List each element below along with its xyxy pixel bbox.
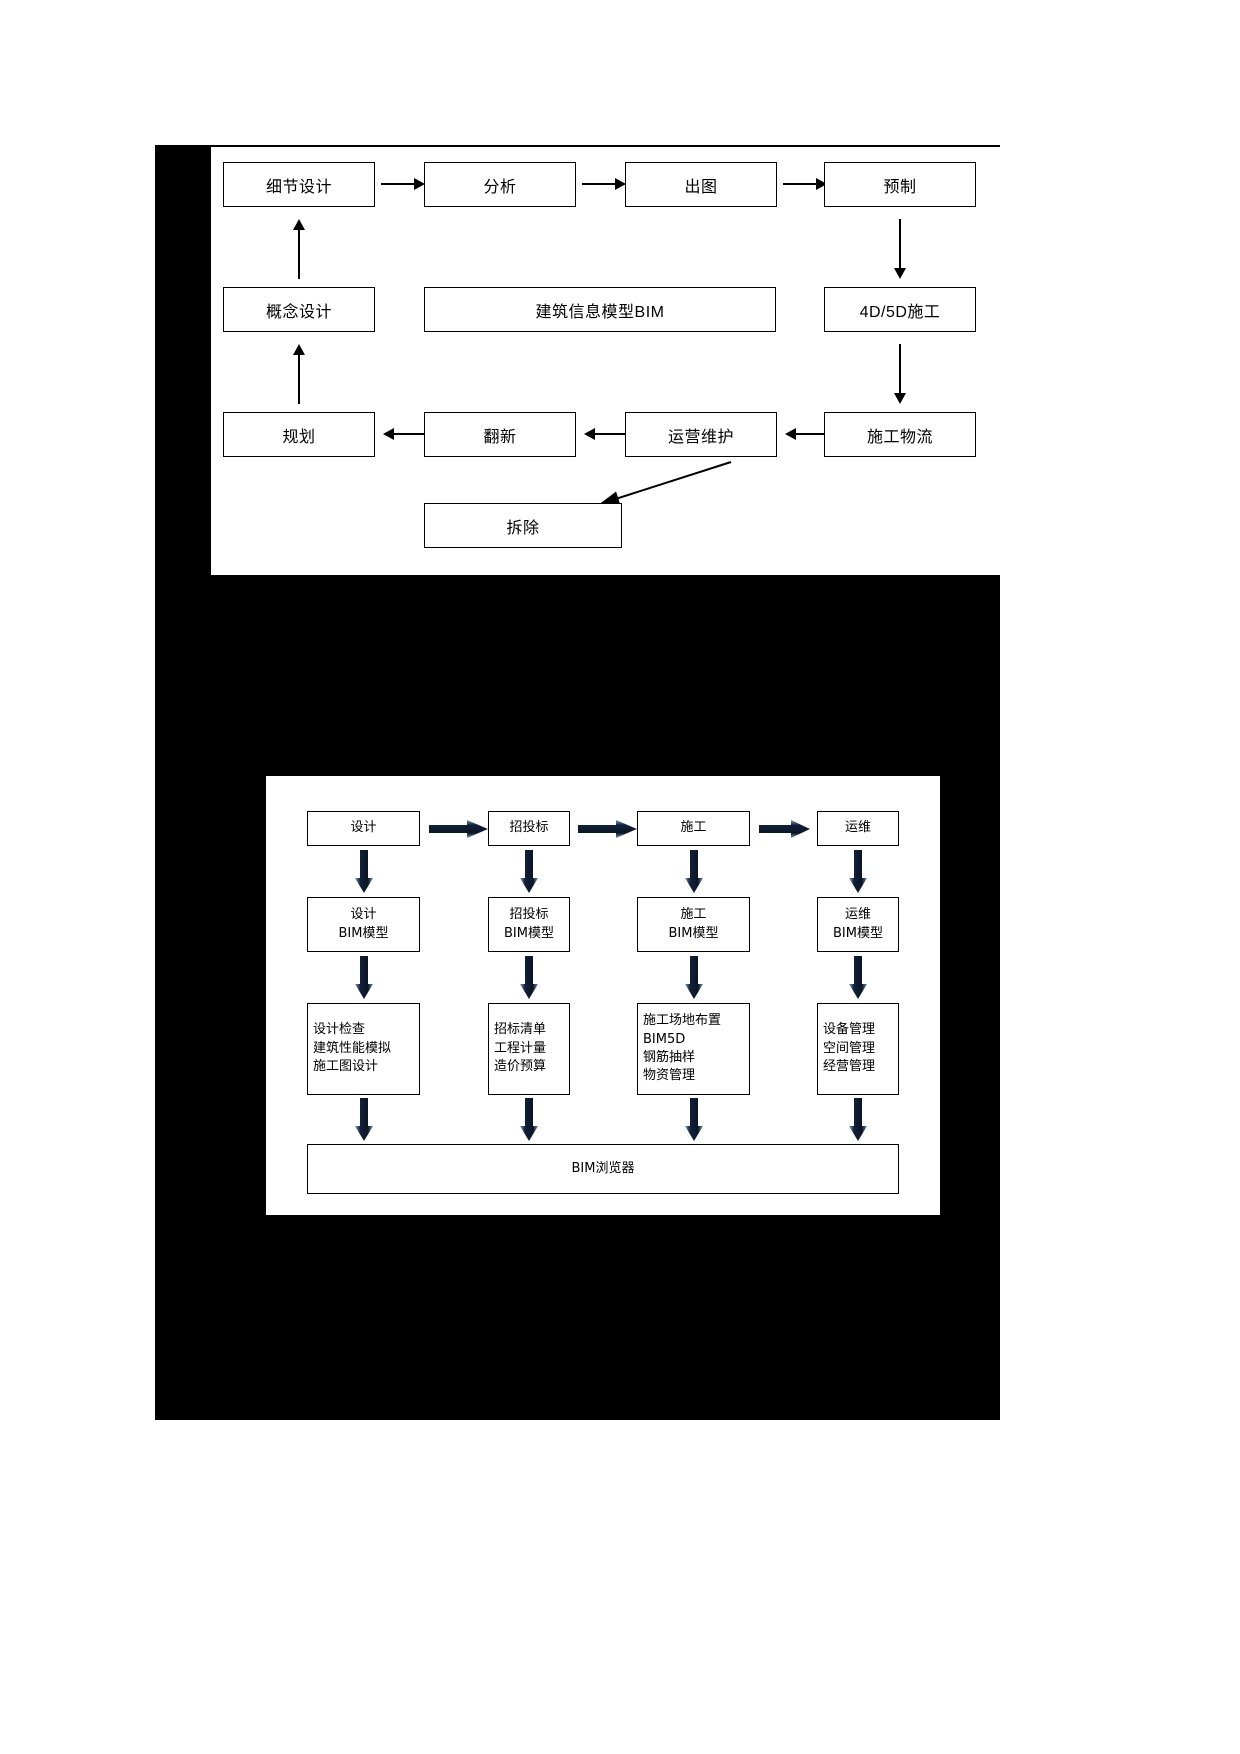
- model-box-design-label: 设计 BIM模型: [338, 907, 389, 941]
- stage-box-operation: 运维: [817, 811, 899, 846]
- arrow-design-model-to-design-detail: [355, 956, 373, 999]
- node-concept-design: 概念设计: [223, 287, 375, 332]
- arrow-design-to-bidding: [429, 820, 488, 838]
- arrow-operation-model-to-operation-detail: [849, 956, 867, 999]
- bottom-bim-phase-diagram: 设计 招投标 施工 运维 设计 BIM模型 招投标 BIM模型 施工 BIM模型…: [266, 776, 940, 1215]
- detail-box-operation: 设备管理 空间管理 经营管理: [817, 1003, 899, 1095]
- detail-box-bidding-label: 招标清单 工程计量 造价预算: [494, 1022, 547, 1075]
- arrow-bidding-to-construction: [578, 820, 637, 838]
- stage-box-construction: 施工: [637, 811, 750, 846]
- detail-box-bidding: 招标清单 工程计量 造价预算: [488, 1003, 570, 1095]
- arrow-detail-design-to-analysis: [381, 177, 425, 191]
- node-analysis: 分析: [424, 162, 576, 207]
- arrow-4d5d-to-construction-logistics: [893, 344, 907, 404]
- node-operation-maintenance: 运营维护: [625, 412, 777, 457]
- arrow-prefab-to-4d5d: [893, 219, 907, 279]
- node-4d5d-construction: 4D/5D施工: [824, 287, 976, 332]
- node-construction-logistics: 施工物流: [824, 412, 976, 457]
- arrow-analysis-to-drawing: [582, 177, 626, 191]
- arrow-construction-detail-to-bim-browser: [685, 1098, 703, 1141]
- detail-box-construction: 施工场地布置 BIM5D 钢筋抽样 物资管理: [637, 1003, 750, 1095]
- stage-box-design: 设计: [307, 811, 420, 846]
- arrow-operation-detail-to-bim-browser: [849, 1098, 867, 1141]
- bim-browser-box: BIM浏览器: [307, 1144, 899, 1194]
- detail-box-operation-label: 设备管理 空间管理 经营管理: [823, 1022, 876, 1075]
- node-planning: 规划: [223, 412, 375, 457]
- node-demolition: 拆除: [424, 503, 622, 548]
- node-detail-design: 细节设计: [223, 162, 375, 207]
- arrow-operation-to-demolition: [599, 461, 732, 505]
- node-bim-center: 建筑信息模型BIM: [424, 287, 776, 332]
- arrow-construction-to-operation: [759, 820, 810, 838]
- arrow-logistics-to-operation: [785, 427, 829, 441]
- model-box-operation: 运维 BIM模型: [817, 897, 899, 952]
- model-box-operation-label: 运维 BIM模型: [833, 907, 883, 941]
- model-box-construction: 施工 BIM模型: [637, 897, 750, 952]
- arrow-bidding-detail-to-bim-browser: [520, 1098, 538, 1141]
- arrow-operation-to-operation-model: [849, 850, 867, 893]
- node-drawing: 出图: [625, 162, 777, 207]
- model-box-bidding: 招投标 BIM模型: [488, 897, 570, 952]
- arrow-design-detail-to-bim-browser: [355, 1098, 373, 1141]
- model-box-design: 设计 BIM模型: [307, 897, 420, 952]
- top-lifecycle-diagram: 细节设计 分析 出图 预制 概念设计 建筑信息模型BIM 4D/5D施工 规划 …: [211, 147, 1000, 575]
- arrow-drawing-to-prefab: [783, 177, 827, 191]
- model-box-bidding-label: 招投标 BIM模型: [504, 907, 554, 941]
- arrow-bidding-model-to-bidding-detail: [520, 956, 538, 999]
- detail-box-design-label: 设计检查 建筑性能模拟 施工图设计: [313, 1022, 392, 1075]
- arrow-construction-to-construction-model: [685, 850, 703, 893]
- stage-box-bidding: 招投标: [488, 811, 570, 846]
- arrow-construction-model-to-construction-detail: [685, 956, 703, 999]
- arrow-design-to-design-model: [355, 850, 373, 893]
- node-prefab: 预制: [824, 162, 976, 207]
- arrow-planning-to-concept-design: [292, 344, 306, 404]
- arrow-operation-to-renovation: [584, 427, 628, 441]
- arrow-concept-design-to-detail-design: [292, 219, 306, 279]
- arrow-bidding-to-bidding-model: [520, 850, 538, 893]
- model-box-construction-label: 施工 BIM模型: [668, 907, 719, 941]
- detail-box-design: 设计检查 建筑性能模拟 施工图设计: [307, 1003, 420, 1095]
- detail-box-construction-label: 施工场地布置 BIM5D 钢筋抽样 物资管理: [643, 1013, 722, 1084]
- arrow-renovation-to-planning: [383, 427, 427, 441]
- node-renovation: 翻新: [424, 412, 576, 457]
